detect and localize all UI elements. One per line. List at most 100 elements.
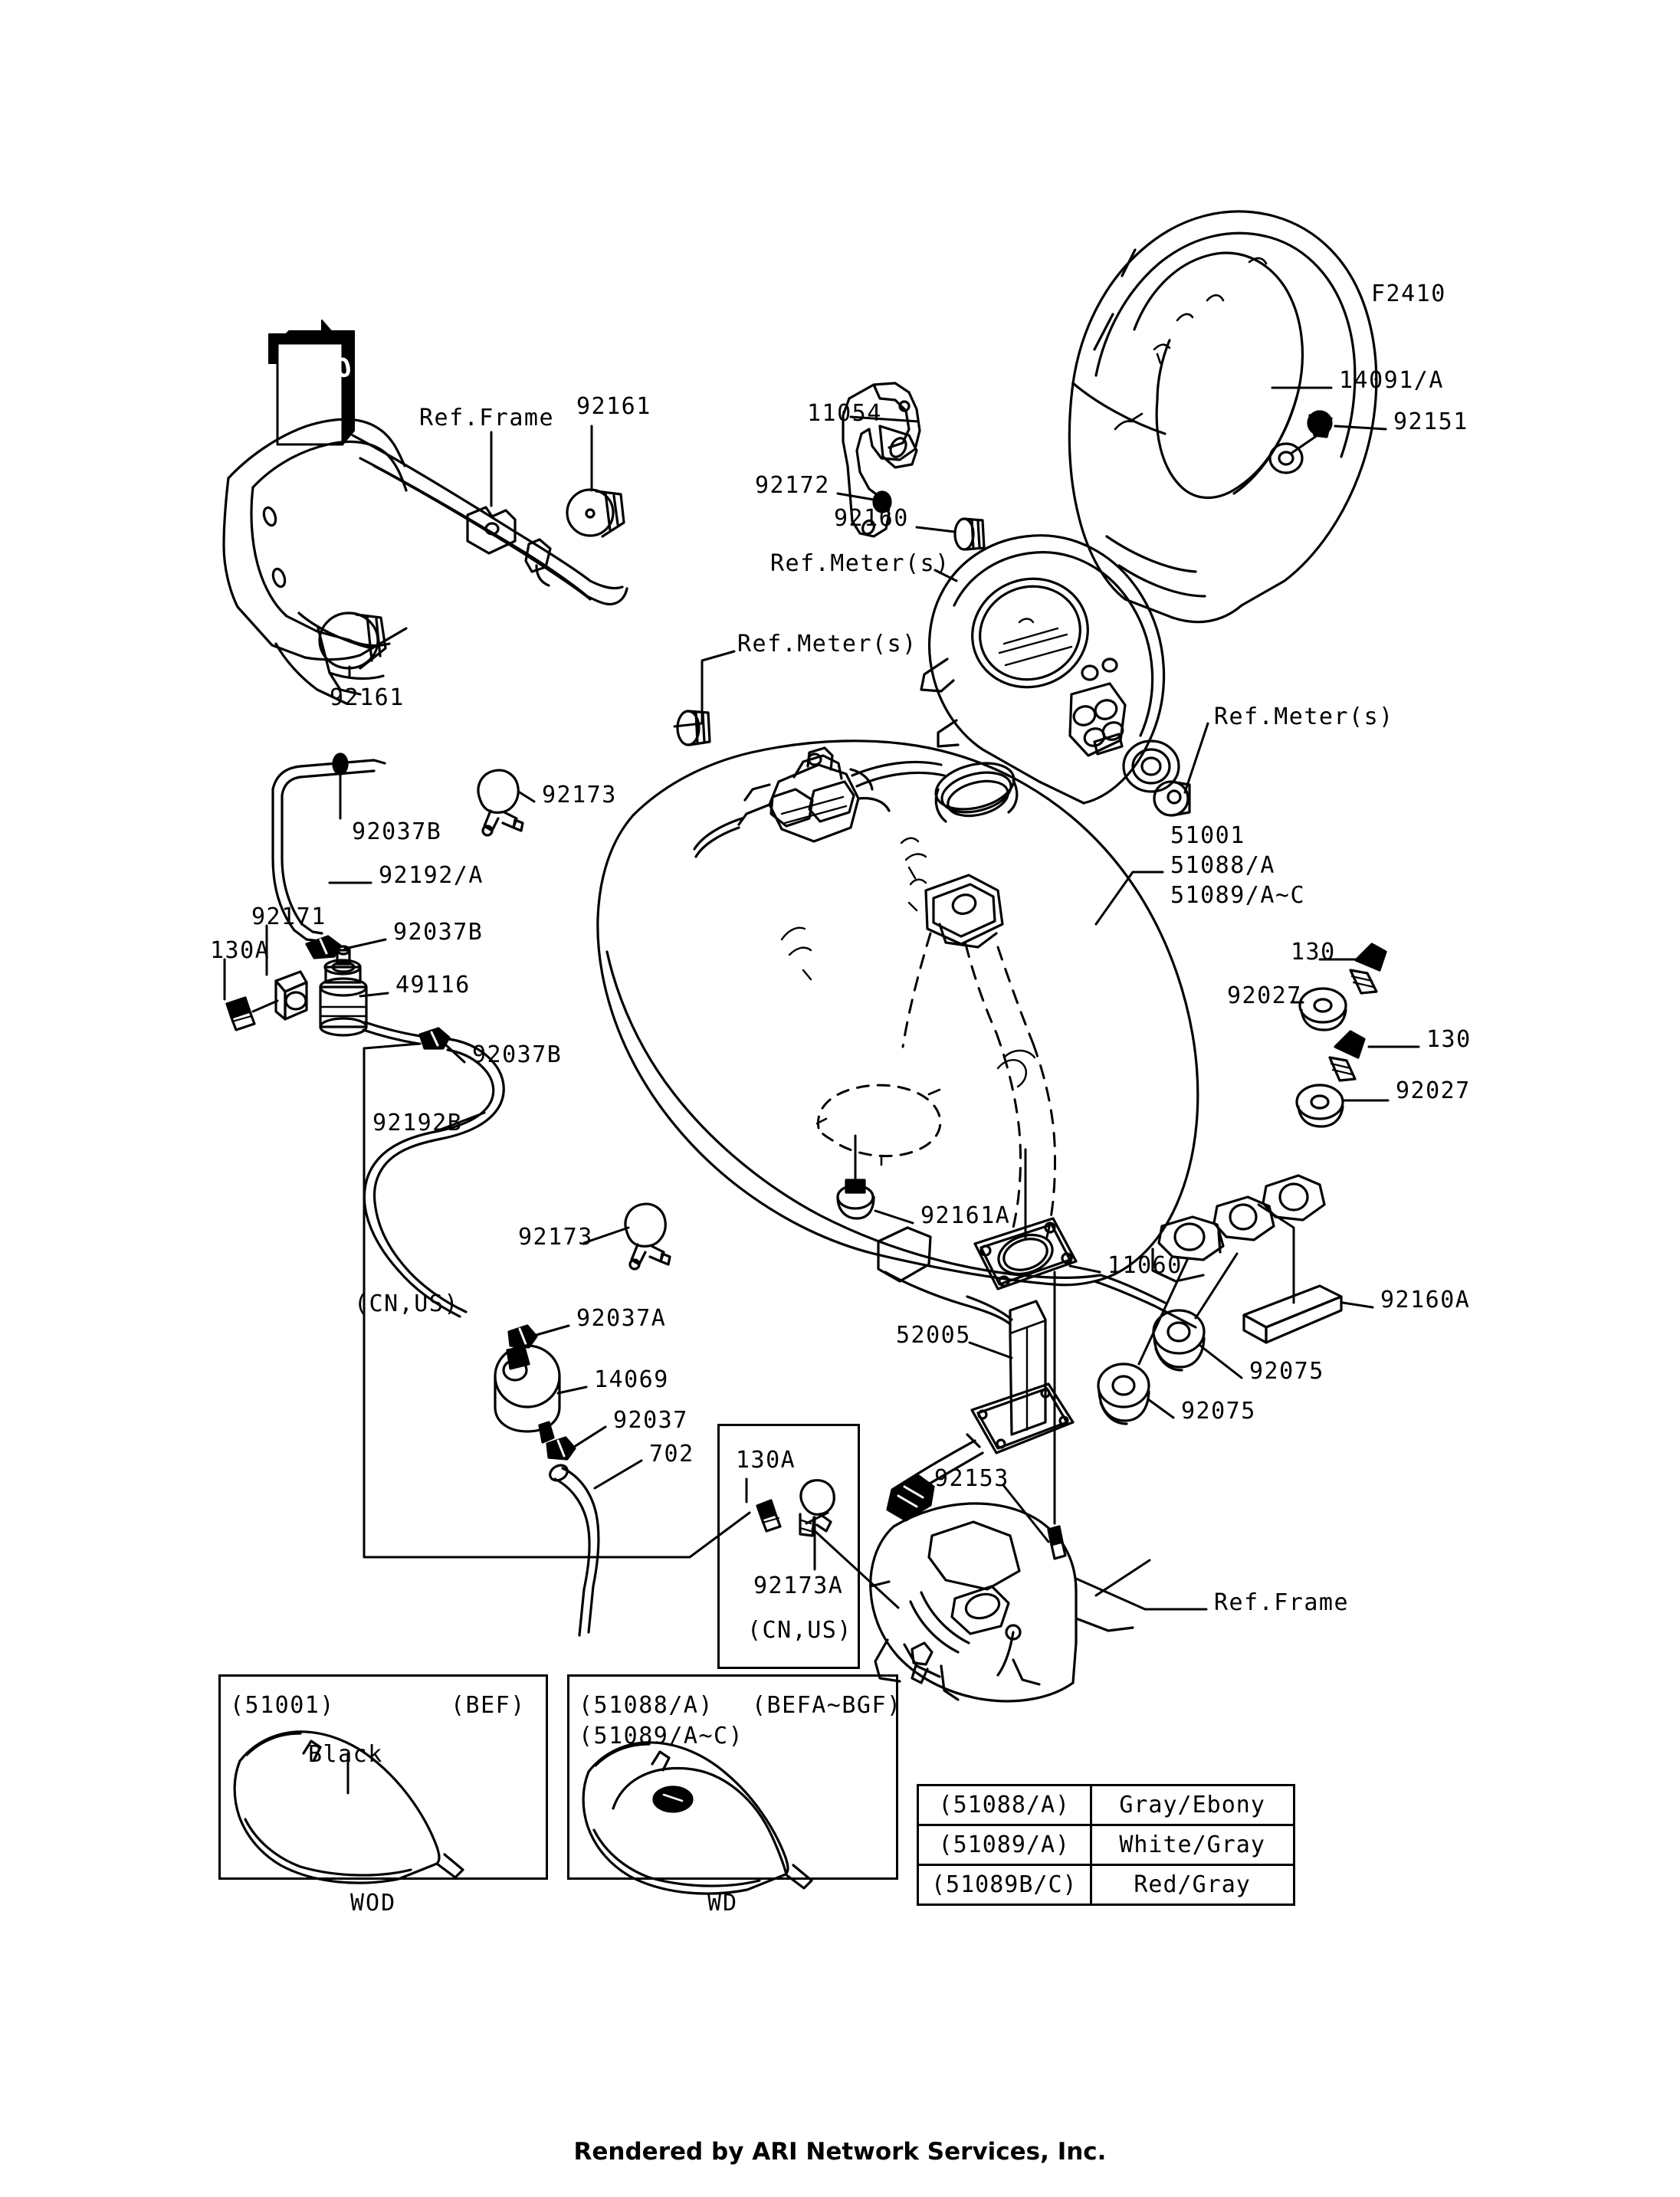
- clamp-92173-upper: [477, 769, 524, 837]
- grommet-ref-meter-right: [1153, 780, 1191, 817]
- bolt-130a-left: [225, 996, 256, 1031]
- hose-702: [549, 1464, 600, 1637]
- fuel-pump-assembly: [877, 1217, 1078, 1560]
- table-row: (51088/A) Gray/Ebony: [917, 1784, 1295, 1826]
- tank-rear-lugs: [1151, 1174, 1326, 1283]
- tank-top-fitting: [737, 746, 891, 843]
- callout-92075-2: 92075: [1181, 1398, 1256, 1425]
- bolt-130-lower: [1328, 1030, 1366, 1082]
- callout-92161-top: 92161: [576, 393, 651, 420]
- callout-ref-frame-top: Ref.Frame: [419, 405, 555, 431]
- callout-92172: 92172: [755, 472, 830, 499]
- washer-92027-upper: [1298, 987, 1347, 1031]
- damper-92075-lower: [1097, 1362, 1150, 1425]
- color-code-table: (51088/A) Gray/Ebony (51089/A) White/Gra…: [917, 1784, 1295, 1906]
- callout-cnus-left: (CN,US): [354, 1290, 459, 1317]
- cover-boss: [1268, 442, 1304, 474]
- diagram-code-label: F2410: [1371, 280, 1446, 307]
- legend-wod-color: Black: [308, 1741, 383, 1768]
- callout-49116: 49116: [395, 972, 471, 998]
- tank-pump-cover: [924, 874, 1004, 949]
- table-cell-color: White/Gray: [1089, 1824, 1295, 1866]
- clamp-92037b-1: [332, 753, 349, 776]
- callout-92153: 92153: [934, 1465, 1009, 1492]
- callout-130-2: 130: [1426, 1026, 1472, 1053]
- table-cell-code: (51089/A): [917, 1824, 1092, 1866]
- front-fender-assembly: [222, 418, 628, 705]
- front-arrow-icon: [268, 320, 355, 446]
- legend-wod-caption: WOD: [350, 1890, 397, 1917]
- legend-wd-marketcode: (BEFA~BGF): [752, 1692, 902, 1719]
- callout-130-1: 130: [1291, 939, 1336, 966]
- callout-92173-mid: 92173: [518, 1224, 593, 1251]
- table-row: (51089/A) White/Gray: [917, 1824, 1295, 1866]
- hose-92192b: [362, 1021, 505, 1318]
- legend-wd-partcode-1: (51088/A): [579, 1692, 714, 1719]
- clamp-92037b-2: [305, 935, 342, 959]
- meter-cover-14091a: [1068, 210, 1378, 624]
- washer-92027-lower: [1295, 1084, 1344, 1128]
- callout-92027-1: 92027: [1227, 982, 1302, 1009]
- grommet-92161-top: [566, 488, 625, 538]
- callout-92037b-2: 92037B: [393, 919, 484, 946]
- meter-grommet: [1122, 739, 1180, 793]
- collar-92160: [953, 517, 986, 551]
- callout-92161-left: 92161: [330, 684, 405, 711]
- callout-11054: 11054: [807, 400, 882, 427]
- callout-92027-2: 92027: [1396, 1077, 1471, 1104]
- rear-frame-ref: [869, 1502, 1134, 1703]
- callout-92037: 92037: [613, 1407, 688, 1434]
- inset-cnus-label: (CN,US): [747, 1617, 852, 1644]
- clamp-92037a: [507, 1324, 538, 1349]
- callout-702: 702: [649, 1441, 694, 1467]
- callout-52005: 52005: [896, 1322, 971, 1349]
- callout-92037b-1: 92037B: [352, 818, 442, 845]
- grommet-ref-meter-left: [676, 710, 711, 746]
- callout-14069: 14069: [594, 1366, 669, 1393]
- retainer-92171: [274, 970, 308, 1021]
- callout-92037b-3: 92037B: [472, 1041, 563, 1068]
- callout-92151: 92151: [1393, 408, 1468, 435]
- callout-51088a: 51088/A: [1170, 852, 1275, 879]
- callout-51001: 51001: [1170, 822, 1245, 849]
- callout-92160: 92160: [834, 505, 909, 532]
- callout-92173-top: 92173: [542, 782, 617, 808]
- callout-92161a: 92161A: [920, 1202, 1011, 1229]
- clamp-92037: [546, 1436, 576, 1461]
- fuel-filler-neck: [934, 762, 1019, 823]
- fuel-tank-main: [596, 739, 1326, 1329]
- table-cell-code: (51089B/C): [917, 1864, 1092, 1906]
- callout-92075-1: 92075: [1249, 1358, 1324, 1385]
- callout-92171: 92171: [251, 903, 326, 930]
- callout-ref-frame-bot: Ref.Frame: [1214, 1589, 1350, 1616]
- bolt-130-upper: [1349, 943, 1387, 995]
- callout-92192a: 92192/A: [379, 862, 484, 889]
- legend-wod-marketcode: (BEF): [451, 1692, 526, 1719]
- grommet-92161a: [836, 1179, 875, 1220]
- inset-cnus-box: [717, 1424, 860, 1669]
- legend-wod-partcode: (51001): [230, 1692, 335, 1719]
- table-row: (51089B/C) Red/Gray: [917, 1864, 1295, 1906]
- callout-51089ac: 51089/A~C: [1170, 882, 1306, 909]
- meter-unit: [920, 534, 1180, 805]
- clamp-92173-mid: [624, 1202, 671, 1271]
- legend-wd-caption: WD: [707, 1890, 739, 1917]
- table-cell-color: Gray/Ebony: [1089, 1784, 1295, 1826]
- inset-130a-label: 130A: [736, 1447, 796, 1474]
- callout-11060: 11060: [1107, 1252, 1183, 1279]
- fuel-filter-14069: [494, 1344, 561, 1444]
- table-cell-code: (51088/A): [917, 1784, 1092, 1826]
- legend-wd-partcode-2: (51089/A~C): [579, 1723, 744, 1749]
- footer-attribution: Rendered by ARI Network Services, Inc.: [573, 2138, 1107, 2166]
- inset-92173a-label: 92173A: [753, 1572, 844, 1599]
- callout-ref-meter-b: Ref.Meter(s): [737, 631, 917, 657]
- callout-92037a: 92037A: [576, 1305, 667, 1332]
- callout-ref-meter-c: Ref.Meter(s): [1214, 703, 1394, 730]
- callout-130a-left: 130A: [210, 937, 271, 964]
- bracket-11054: [842, 382, 921, 538]
- bolt-92172: [872, 490, 892, 513]
- callout-92192b: 92192B: [372, 1110, 463, 1136]
- table-cell-color: Red/Gray: [1089, 1864, 1295, 1906]
